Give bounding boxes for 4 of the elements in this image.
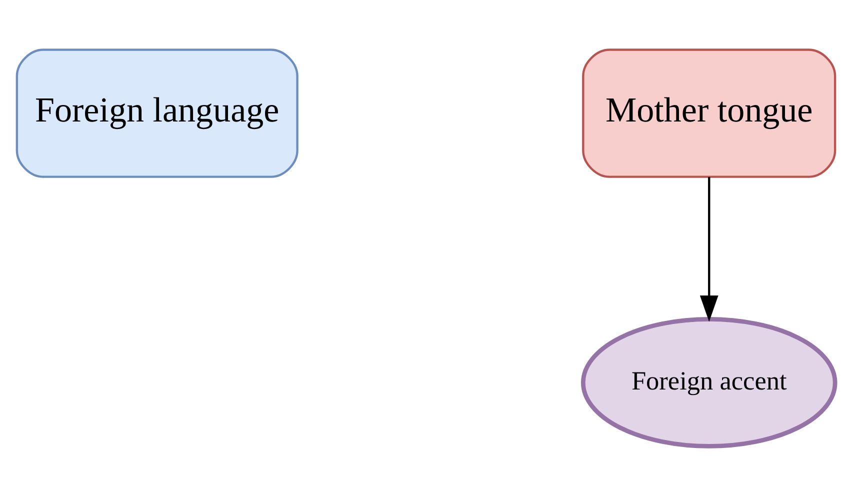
node-box: Mother tongue: [582, 48, 836, 178]
node-ellipse: Foreign accent: [580, 316, 838, 448]
arrow: [700, 176, 718, 322]
node-box: Foreign language: [16, 48, 298, 178]
